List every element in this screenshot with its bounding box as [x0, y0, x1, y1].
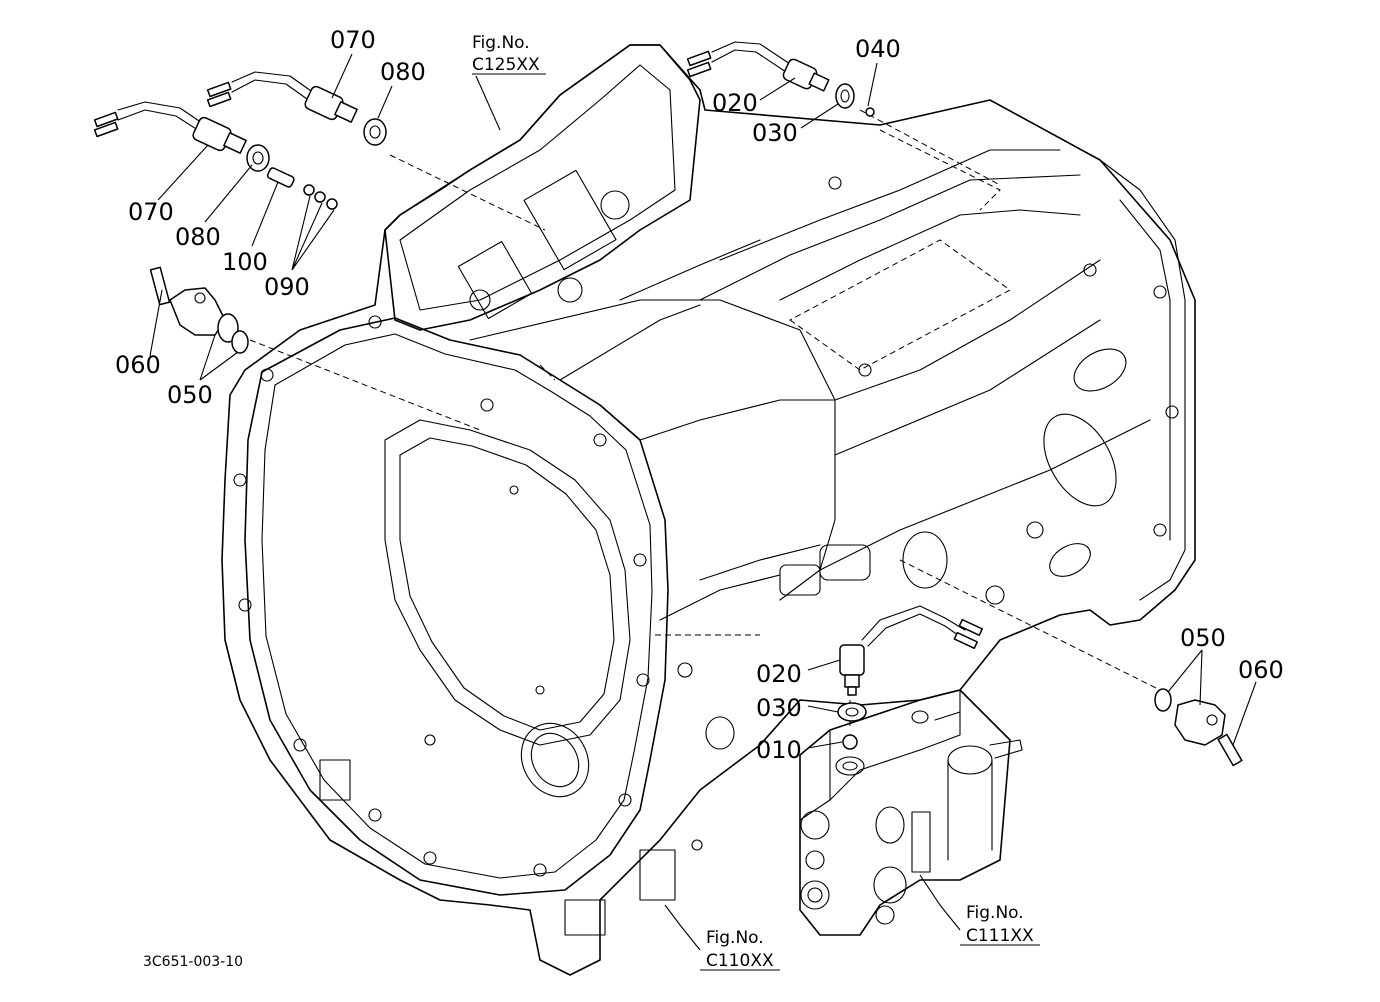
label-100: 100: [222, 248, 268, 276]
sensor-020-bottom: [839, 605, 983, 696]
figure-ref-code: C125XX: [472, 55, 540, 75]
speed-sensor-050-right: [1154, 688, 1243, 767]
washer-080-top: [363, 118, 387, 146]
valve-block: [799, 689, 1023, 936]
label-020: 020: [712, 89, 758, 117]
figure-ref-c125xx: Fig.No. C125XX: [472, 33, 546, 75]
leader-lines: [149, 53, 1257, 951]
label-080: 080: [380, 58, 426, 86]
label-060: 060: [1238, 656, 1284, 684]
sensor-070-left: [93, 101, 247, 154]
figure-ref-code: C110XX: [706, 951, 774, 971]
figure-ref-c111xx: Fig.No. C111XX: [960, 903, 1040, 946]
washer-030-bottom: [837, 702, 867, 722]
transmission-housing: [221, 44, 1196, 976]
balls-090: [303, 184, 338, 210]
ball-040: [865, 107, 875, 117]
figure-ref-code: C111XX: [966, 926, 1034, 946]
flange-bolt-holes: [233, 176, 1179, 877]
label-050: 050: [1180, 624, 1226, 652]
label-030: 030: [752, 119, 798, 147]
label-050: 050: [167, 381, 213, 409]
washer-080-left: [246, 144, 270, 172]
pin-100: [266, 167, 295, 188]
label-070: 070: [330, 26, 376, 54]
sensor-070-top: [206, 71, 358, 123]
label-080: 080: [175, 223, 221, 251]
figure-ref-title: Fig.No.: [706, 928, 764, 948]
ball-010: [842, 734, 858, 750]
part-labels: 070 080 070 080 100 090 060 050 020 030 …: [115, 26, 1284, 764]
label-010: 010: [756, 736, 802, 764]
sensor-020-top: [686, 41, 830, 92]
label-070: 070: [128, 198, 174, 226]
figure-ref-title: Fig.No.: [472, 33, 530, 53]
drawing-number: 3C651-003-10: [143, 954, 243, 970]
speed-sensor-050-left: [149, 266, 249, 354]
figure-ref-title: Fig.No.: [966, 903, 1024, 923]
label-040: 040: [855, 35, 901, 63]
label-020: 020: [756, 660, 802, 688]
figure-ref-c110xx: Fig.No. C110XX: [700, 928, 780, 971]
label-030: 030: [756, 694, 802, 722]
label-060: 060: [115, 351, 161, 379]
washer-030-top: [835, 83, 855, 109]
label-090: 090: [264, 273, 310, 301]
